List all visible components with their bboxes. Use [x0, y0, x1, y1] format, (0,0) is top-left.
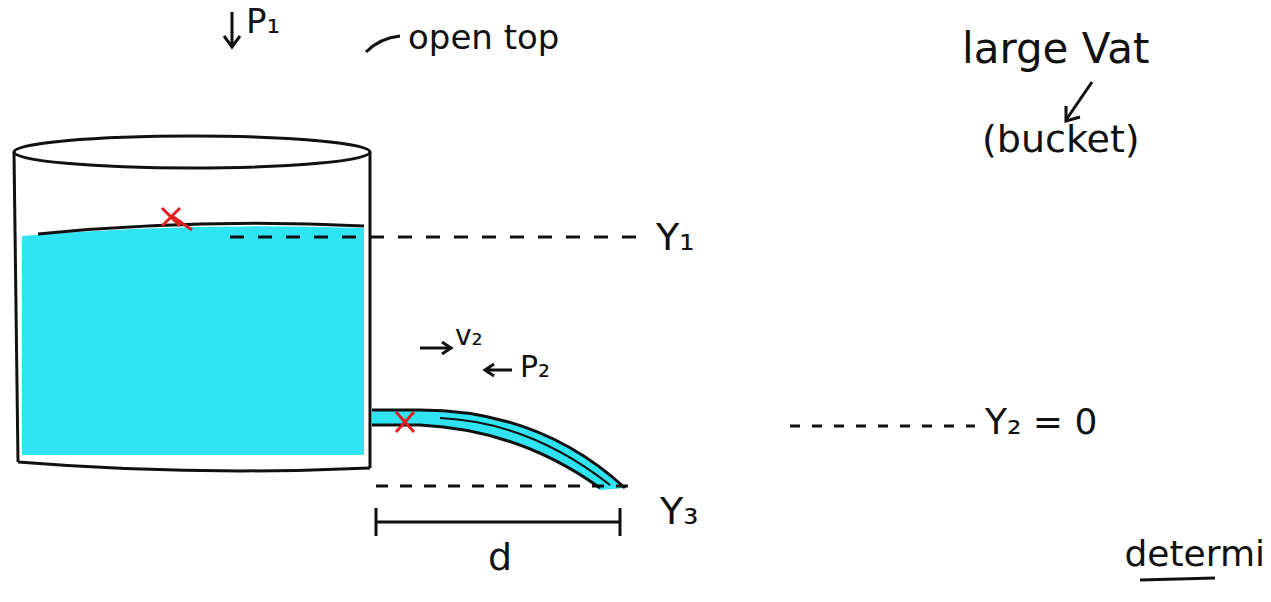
- point-mark: [162, 208, 192, 230]
- underline: [1140, 578, 1215, 580]
- dimension-line: [376, 508, 620, 536]
- pressure-label: P₁: [246, 4, 280, 38]
- annotation: determi: [1124, 536, 1265, 572]
- spout-pipe: [372, 425, 600, 488]
- leader-line: [366, 36, 400, 52]
- level-label: Y₂ = 0: [985, 404, 1097, 440]
- pressure-label: P₂: [520, 352, 550, 382]
- vat-bottom: [18, 462, 370, 471]
- pressure-arrow: [485, 364, 512, 376]
- vat-wall: [369, 152, 372, 468]
- annotation: open top: [408, 20, 559, 54]
- vat-rim: [14, 136, 370, 168]
- point-mark: [396, 412, 414, 432]
- level-line: [376, 485, 640, 488]
- pointer-arrow: [1066, 82, 1092, 121]
- water-fill: [22, 226, 364, 455]
- level-label: Y₃: [660, 492, 698, 530]
- velocity-arrow: [420, 342, 451, 354]
- vat-wall: [14, 152, 18, 462]
- streamline: [440, 418, 610, 485]
- spout-pipe: [372, 410, 625, 488]
- annotation: large Vat: [962, 28, 1149, 70]
- spout-water: [372, 410, 625, 490]
- dimension-label: d: [488, 538, 512, 576]
- level-line: [790, 425, 975, 428]
- level-line: [230, 236, 640, 239]
- pressure-arrow: [224, 12, 240, 47]
- level-label: Y₁: [656, 218, 694, 256]
- annotation: (bucket): [982, 120, 1140, 158]
- velocity-label: v₂: [455, 322, 483, 350]
- water-surface: [38, 223, 364, 234]
